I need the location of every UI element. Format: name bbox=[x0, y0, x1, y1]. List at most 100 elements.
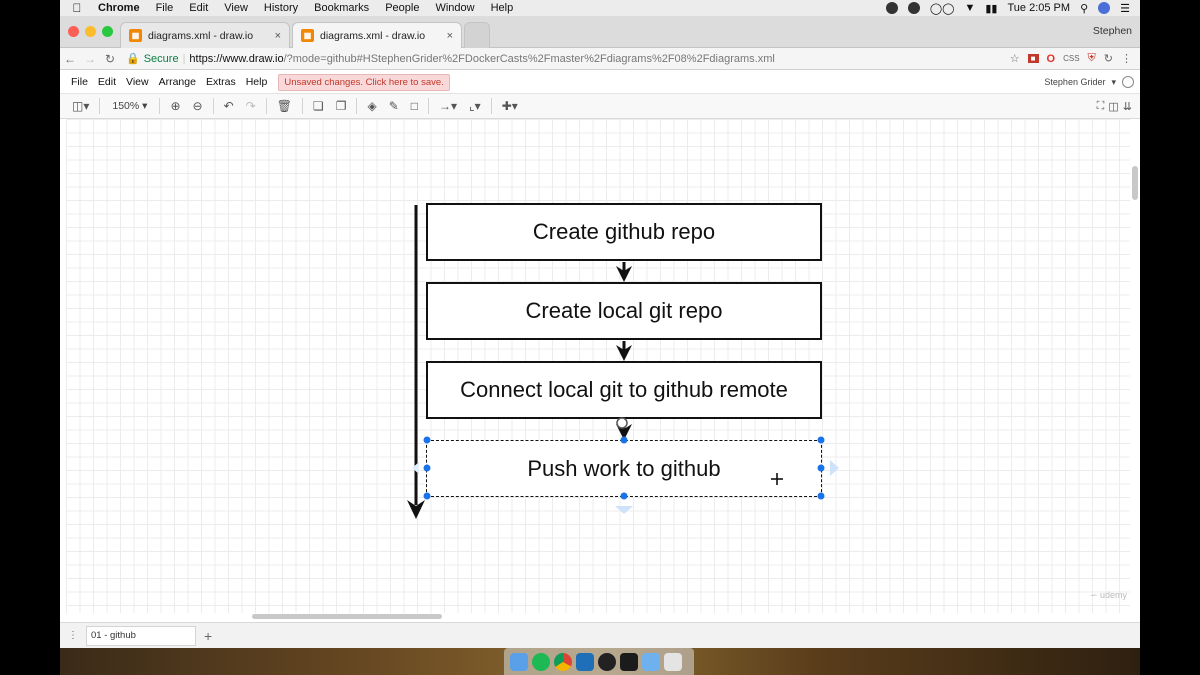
shadow-icon[interactable]: □ bbox=[410, 99, 418, 113]
user-area: Stephen Grider ▾ bbox=[1044, 76, 1140, 88]
menu-file[interactable]: File bbox=[155, 2, 174, 14]
close-window-button[interactable] bbox=[68, 26, 79, 37]
browser-tab-2[interactable]: ▦ diagrams.xml - draw.io × bbox=[292, 22, 462, 48]
profile-button[interactable]: Stephen bbox=[1092, 25, 1132, 37]
extension-area: ☆ ■ O CSS ⛨ ↻ ⋮ bbox=[1010, 52, 1140, 65]
tab-title: diagrams.xml - draw.io bbox=[320, 29, 426, 42]
chrome-icon[interactable] bbox=[554, 652, 572, 671]
insert-plus-icon[interactable]: ✚▾ bbox=[501, 99, 518, 113]
drawio-menu-view[interactable]: View bbox=[126, 76, 149, 88]
step-box-4-selected[interactable]: Push work to github bbox=[426, 440, 822, 497]
battery-icon[interactable]: ▮▮ bbox=[985, 2, 998, 15]
vscode-icon[interactable] bbox=[576, 652, 594, 671]
browser-tab-1[interactable]: ▦ diagrams.xml - draw.io × bbox=[120, 22, 290, 48]
siri-icon[interactable] bbox=[1098, 2, 1111, 14]
format-panel-icon[interactable]: ◫▾ bbox=[72, 99, 90, 113]
collapse-icon[interactable]: ⇊ bbox=[1122, 100, 1132, 113]
glasses-icon[interactable]: ◯◯ bbox=[929, 2, 955, 15]
mac-menubar:  Chrome File Edit View History Bookmark… bbox=[60, 0, 1140, 16]
step-box-3[interactable]: Connect local git to github remote bbox=[426, 361, 822, 419]
browser-window: ▦ diagrams.xml - draw.io × ▦ diagrams.xm… bbox=[60, 16, 1140, 648]
drawio-menu-file[interactable]: File bbox=[71, 76, 88, 88]
add-page-icon[interactable]: + bbox=[204, 627, 213, 644]
toolbar-separator bbox=[356, 98, 358, 114]
menu-history[interactable]: History bbox=[263, 2, 299, 14]
clock[interactable]: Tue 2:05 PM bbox=[1007, 2, 1071, 14]
line-color-icon[interactable]: ✎ bbox=[388, 99, 399, 113]
forward-arrow-icon[interactable]: → bbox=[84, 51, 96, 66]
apple-icon[interactable]:  bbox=[60, 1, 94, 15]
bookmark-star-icon[interactable]: ☆ bbox=[1009, 53, 1020, 65]
opera-icon[interactable]: O bbox=[1046, 52, 1056, 65]
horizontal-scrollbar[interactable] bbox=[252, 614, 442, 619]
notification-center-icon[interactable]: ☰ bbox=[1120, 2, 1130, 15]
tab-bar: ▦ diagrams.xml - draw.io × ▦ diagrams.xm… bbox=[60, 16, 1140, 48]
finder-icon[interactable] bbox=[510, 652, 528, 671]
back-arrow-icon[interactable]: ← bbox=[64, 51, 76, 66]
zoom-in-icon[interactable]: ⊕ bbox=[170, 99, 181, 113]
menu-window[interactable]: Window bbox=[435, 2, 475, 14]
menu-bookmarks[interactable]: Bookmarks bbox=[314, 2, 370, 14]
drawio-menu-arrange[interactable]: Arrange bbox=[158, 76, 196, 88]
sidebar-toggle-icon[interactable]: ◫ bbox=[1108, 100, 1119, 113]
spotify-icon[interactable] bbox=[532, 652, 550, 671]
close-tab-icon[interactable]: × bbox=[446, 29, 453, 42]
terminal-icon[interactable] bbox=[620, 652, 638, 671]
chevron-down-icon[interactable]: ▾ bbox=[1111, 76, 1116, 87]
docker-icon[interactable] bbox=[885, 2, 898, 14]
delete-icon[interactable]: 🗑 bbox=[276, 99, 292, 113]
zoom-select[interactable]: 150% ▾ bbox=[112, 100, 148, 112]
drawio-menubar: File Edit View Arrange Extras Help Unsav… bbox=[60, 71, 1140, 93]
obs-icon[interactable] bbox=[598, 652, 616, 671]
to-back-icon[interactable]: ❐ bbox=[335, 99, 347, 113]
toolbar-right: ⛶ ◫ ⇊ bbox=[1097, 100, 1140, 113]
step-box-2[interactable]: Create local git repo bbox=[426, 282, 822, 340]
waypoints-icon[interactable]: ⌞▾ bbox=[469, 99, 481, 113]
fullscreen-icon[interactable]: ⛶ bbox=[1096, 99, 1105, 112]
udemy-watermark-logo: ∽ udemy bbox=[1090, 590, 1128, 600]
drawio-favicon-icon: ▦ bbox=[129, 29, 142, 42]
css-extension-icon[interactable]: CSS bbox=[1063, 54, 1080, 63]
reload-icon[interactable]: ↻ bbox=[104, 51, 116, 66]
url-field[interactable]: 🔒 Secure | https://www.draw.io/?mode=git… bbox=[126, 50, 1006, 68]
zoom-value: 150% bbox=[112, 100, 140, 112]
close-tab-icon[interactable]: × bbox=[274, 29, 281, 42]
connection-icon[interactable]: →▾ bbox=[439, 99, 458, 113]
globe-icon[interactable] bbox=[1122, 76, 1134, 88]
wifi-icon[interactable]: ▼ bbox=[964, 2, 976, 14]
record-icon[interactable] bbox=[907, 2, 920, 14]
spotlight-search-icon[interactable]: ⚲ bbox=[1080, 2, 1089, 15]
drawio-menu-extras[interactable]: Extras bbox=[205, 76, 236, 88]
vertical-scrollbar[interactable] bbox=[1132, 166, 1138, 200]
new-tab-button[interactable] bbox=[464, 22, 490, 48]
undo-icon[interactable]: ↶ bbox=[223, 99, 234, 113]
user-name[interactable]: Stephen Grider bbox=[1044, 77, 1106, 87]
menu-people[interactable]: People bbox=[385, 2, 420, 14]
menu-view[interactable]: View bbox=[224, 2, 248, 14]
page-menu-icon[interactable]: ⋮ bbox=[68, 630, 78, 641]
menu-app-name[interactable]: Chrome bbox=[98, 2, 140, 14]
shield-icon[interactable]: ⛨ bbox=[1087, 52, 1096, 64]
redo-icon[interactable]: ↷ bbox=[245, 99, 256, 113]
step-label: Create local git repo bbox=[525, 298, 723, 323]
menu-help[interactable]: Help bbox=[490, 2, 514, 14]
zoom-window-button[interactable] bbox=[102, 26, 113, 37]
to-front-icon[interactable]: ❏ bbox=[312, 99, 324, 113]
zoom-out-icon[interactable]: ⊖ bbox=[192, 99, 203, 113]
page-tab[interactable]: 01 - github bbox=[86, 625, 196, 646]
drawio-toolbar: ◫▾ 150% ▾ ⊕ ⊖ ↶ ↷ 🗑 ❏ ❐ ◈ ✎ □ →▾ ⌞▾ ✚▾ ⛶ bbox=[60, 93, 1140, 119]
drawio-menu-edit[interactable]: Edit bbox=[97, 76, 117, 88]
toolbar-separator bbox=[490, 98, 492, 114]
trash-icon[interactable] bbox=[664, 652, 682, 671]
drawio-menu-help[interactable]: Help bbox=[245, 76, 268, 88]
folder-icon[interactable] bbox=[642, 652, 660, 671]
unsaved-changes-button[interactable]: Unsaved changes. Click here to save. bbox=[278, 73, 450, 91]
fill-color-icon[interactable]: ◈ bbox=[367, 99, 377, 113]
step-box-1[interactable]: Create github repo bbox=[426, 203, 822, 261]
minimize-window-button[interactable] bbox=[85, 26, 96, 37]
extension-icon[interactable]: ■ bbox=[1027, 54, 1039, 63]
refresh-extension-icon[interactable]: ↻ bbox=[1103, 53, 1113, 65]
window-controls bbox=[68, 26, 113, 37]
chrome-menu-icon[interactable]: ⋮ bbox=[1121, 53, 1132, 65]
menu-edit[interactable]: Edit bbox=[189, 2, 209, 14]
